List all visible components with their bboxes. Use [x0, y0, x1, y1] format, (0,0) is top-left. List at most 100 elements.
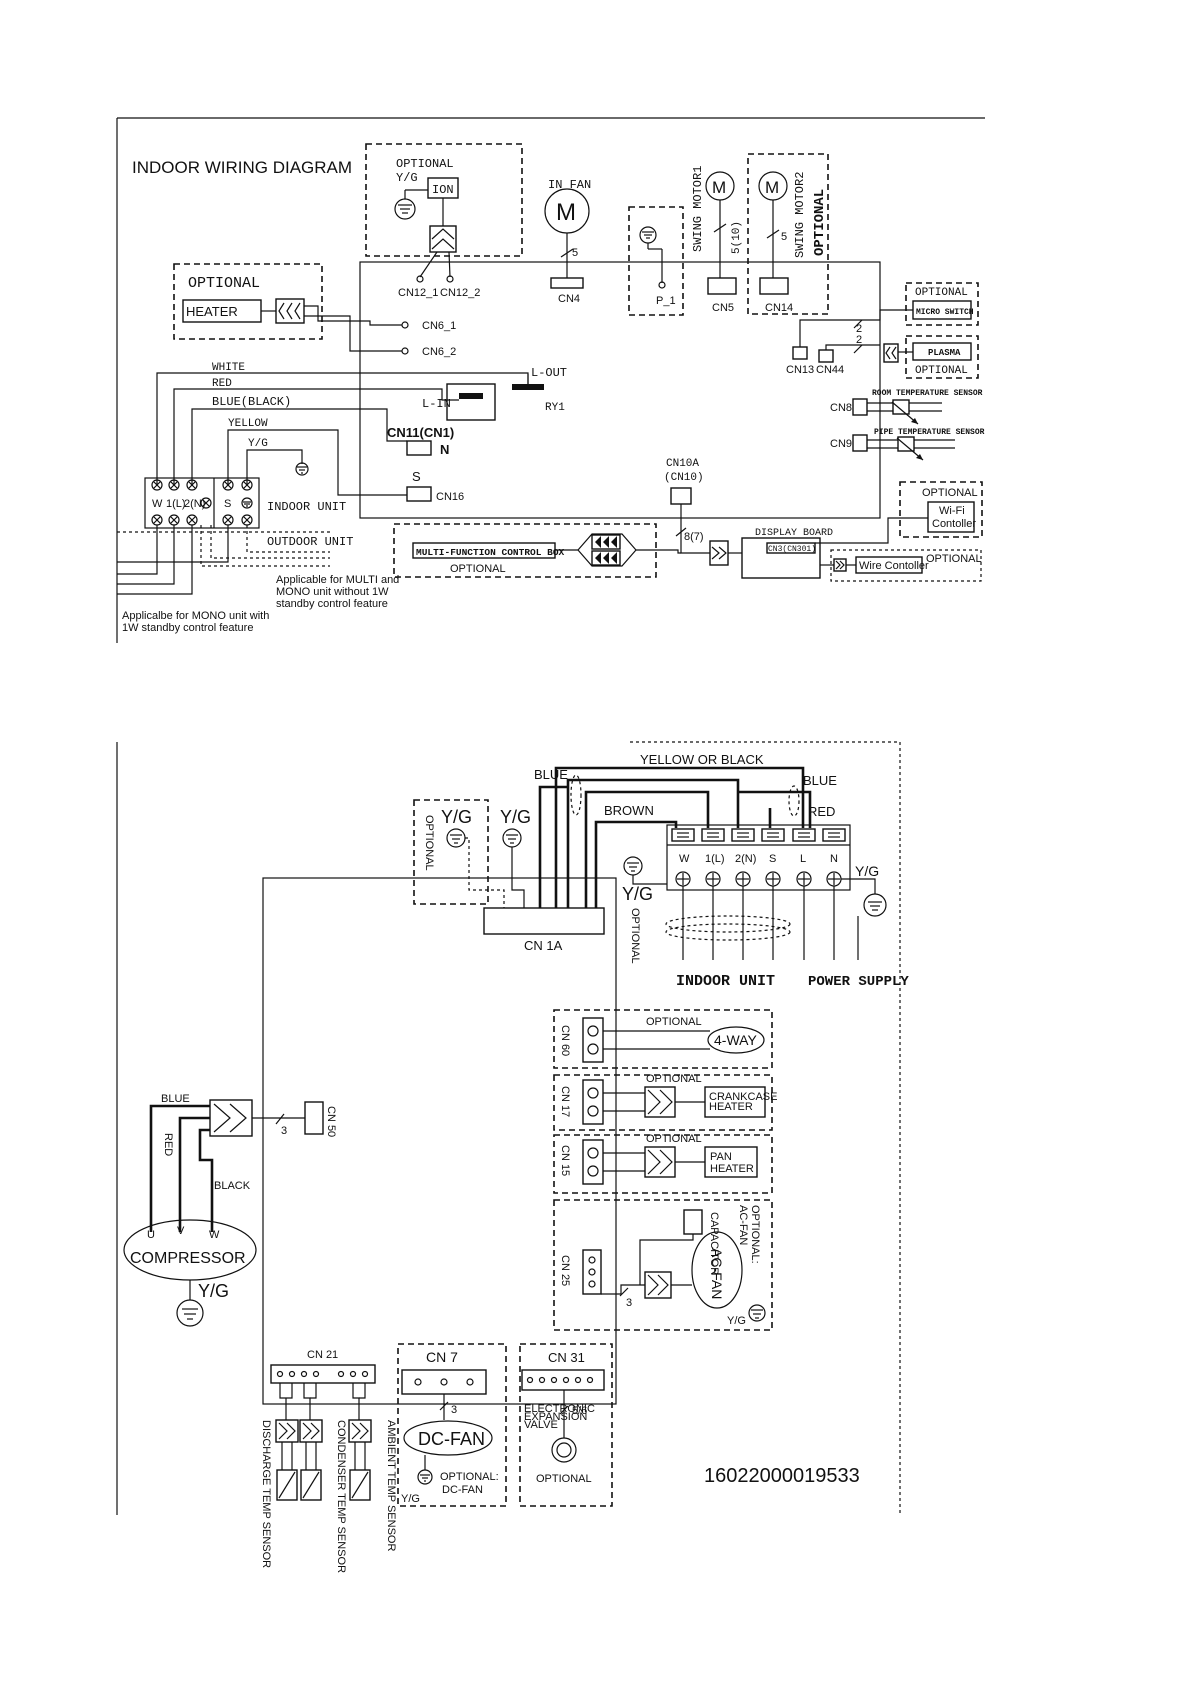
dc-fan-label: DC-FAN: [418, 1429, 485, 1449]
cn21-label: CN 21: [307, 1349, 338, 1361]
wifi-controller-line1: Wi-Fi: [939, 505, 965, 517]
terminal-label-w: W: [679, 853, 690, 865]
yg-second-label: Y/G: [500, 807, 531, 827]
outdoor-main-board: [262, 877, 617, 1405]
cn4-connector: [550, 277, 584, 289]
cn12-2-label: CN12_2: [440, 287, 480, 299]
terminal-w-label: W: [152, 498, 163, 510]
red-label: RED: [808, 804, 835, 819]
heater-connector-icon: [275, 298, 305, 324]
right-ground-icon: [841, 878, 887, 917]
plasma-optional-box: [905, 335, 979, 379]
cn50-connector: [304, 1101, 324, 1135]
swing-motor2-optional-label: OPTIONAL: [812, 189, 828, 256]
cn14-connector: [759, 277, 789, 295]
eev-wire-count: 5/6: [572, 1405, 587, 1417]
ion-connector-icon: [429, 225, 457, 253]
yg-second-ground-icon: [502, 828, 525, 908]
l-in-label: L-IN: [422, 397, 451, 411]
ac-fan-connector-icon: [644, 1271, 672, 1299]
ion-ground-icon: [394, 189, 428, 220]
wire-controller-label: Wire Contoller: [859, 560, 929, 572]
cn1a-label: CN 1A: [524, 938, 563, 953]
compressor-blue-label: BLUE: [161, 1093, 190, 1105]
cn60-optional-box: [553, 1009, 773, 1069]
terminal-label-n: N: [830, 853, 838, 865]
dc-fan-optional-line2: DC-FAN: [442, 1484, 483, 1496]
blue-left-wire: [538, 785, 568, 908]
cn3-label: CN3(CN301): [768, 545, 816, 554]
cn6-1-terminal: [401, 321, 409, 329]
blue-right-label: BLUE: [803, 773, 837, 788]
eev-label-1: ELECTRONIC: [524, 1403, 595, 1415]
mfcb-label: MULTI-FUNCTION CONTROL BOX: [416, 547, 565, 558]
cn9-label: CN9: [830, 438, 852, 450]
wire-controller-optional-label: OPTIONAL: [926, 553, 982, 565]
white-wire-label: WHITE: [212, 362, 245, 374]
yg-optional-vertical-label: OPTIONAL: [423, 815, 435, 871]
cn16-connector: [406, 486, 432, 502]
cn6-1-label: CN6_1: [422, 320, 456, 332]
capacitor-box: [683, 1209, 703, 1235]
dc-fan-wire-count: 3: [451, 1404, 457, 1416]
outdoor-terminal-block: [666, 824, 851, 891]
outdoor-terminal-screws: [675, 871, 842, 887]
pipe-temp-sensor-icon: [867, 436, 955, 461]
dc-fan-motor: [403, 1420, 493, 1456]
plasma-wire-count: 2: [856, 334, 862, 346]
swing-motor1-label: SWING MOTOR1: [691, 166, 705, 252]
cn16-label: CN16: [436, 491, 464, 503]
p1-optional-box: [628, 206, 684, 316]
ry1-relay: [446, 383, 496, 421]
terminal-1l-label: 1(L): [166, 498, 186, 510]
terminal-label-1l: 1(L): [705, 853, 725, 865]
wire-controller-optional-box: [830, 549, 982, 582]
indoor-unit-cable: [665, 886, 791, 960]
pan-heater-box: [704, 1146, 758, 1178]
micro-switch-wire: [799, 309, 913, 347]
swing-motor1-wire-count: 5(10): [731, 221, 743, 254]
blue-black-wire-label: BLUE(BLACK): [212, 395, 291, 409]
heater-label: HEATER: [186, 304, 238, 319]
cn13-connector: [792, 346, 808, 360]
terminal-label-l: L: [800, 853, 806, 865]
swing-motor2-m: M: [765, 178, 779, 197]
plasma-optional-label: OPTIONAL: [915, 365, 968, 377]
display-cable-count: 8(7): [684, 531, 704, 543]
micro-switch-optional-label: OPTIONAL: [915, 287, 968, 299]
indoor-unit-label: INDOOR UNIT: [267, 500, 346, 514]
indoor-unit-supply-label: INDOOR UNIT: [676, 973, 775, 990]
cn17-optional-box: [553, 1074, 773, 1131]
dc-fan-ground-icon: [417, 1455, 433, 1485]
wifi-optional-box: [899, 481, 983, 538]
heater-optional-box: [173, 263, 323, 340]
blue-wire-sleeve: [570, 774, 582, 816]
cn31-label: CN 31: [548, 1350, 585, 1365]
swing-motor2-label: SWING MOTOR2: [793, 172, 807, 258]
discharge-sensor-icon: [275, 1383, 299, 1501]
blue-black-wire: [191, 408, 407, 485]
p1-label: P_1: [656, 295, 676, 307]
ac-fan-optional-box: [553, 1199, 773, 1331]
compressor-ground-icon: [176, 1299, 204, 1327]
cn6-1-wire: [304, 305, 402, 326]
plasma-connector-icon: [883, 343, 899, 363]
s-label: S: [412, 469, 421, 484]
right-yg-label: Y/G: [855, 863, 879, 879]
indoor-terminal-block: [144, 477, 260, 529]
yg-wire-label: Y/G: [248, 438, 268, 450]
room-temp-sensor-label: ROOM TEMPERATURE SENSOR: [872, 389, 983, 398]
cn8-label: CN8: [830, 402, 852, 414]
cn12-1-label: CN12_1: [398, 287, 438, 299]
cn15-optional-box: [553, 1134, 773, 1194]
yg-optional-box: [413, 799, 489, 905]
red-wire: [173, 388, 459, 485]
swing-motor2-optional-box: [747, 153, 829, 315]
display-board-label: DISPLAY BOARD: [755, 528, 833, 539]
in-fan-wire-count: 5: [572, 247, 578, 259]
ion-optional-label: OPTIONAL: [396, 157, 454, 171]
yg-wire: [246, 449, 303, 485]
cn17-connector-icon: [644, 1086, 676, 1118]
cn25-connector: [582, 1249, 602, 1295]
cn60-label: CN 60: [559, 1025, 571, 1056]
